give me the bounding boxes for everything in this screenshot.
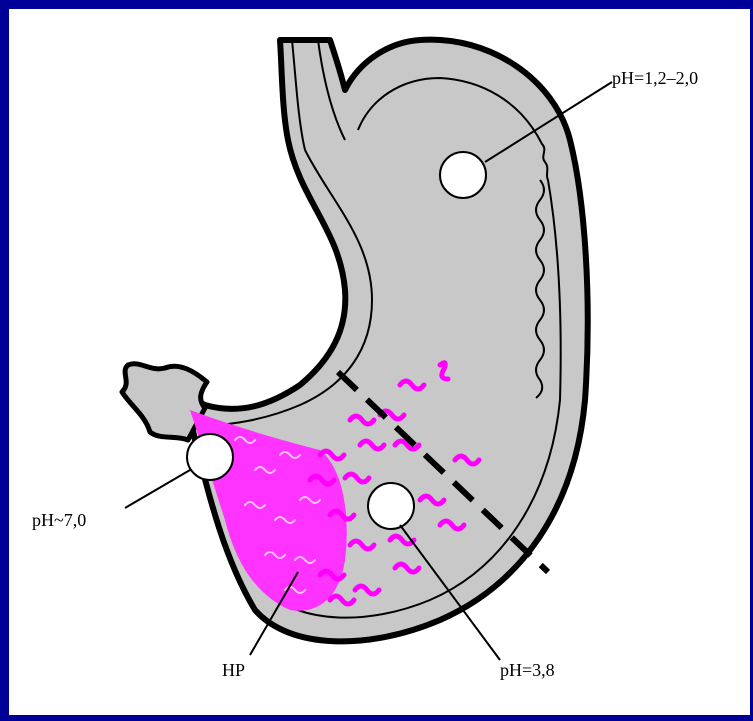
leader-line-pylorus — [125, 470, 190, 508]
measure-point-pylorus — [187, 434, 233, 480]
label-ph-fundus: pH=1,2–2,0 — [612, 68, 698, 88]
duodenum — [122, 364, 207, 440]
label-ph-pylorus: pH~7,0 — [32, 510, 86, 530]
label-ph-antrum: pH=3,8 — [500, 660, 555, 680]
label-hp: HP — [222, 660, 245, 680]
measure-point-fundus — [440, 152, 486, 198]
measure-point-antrum — [368, 483, 414, 529]
